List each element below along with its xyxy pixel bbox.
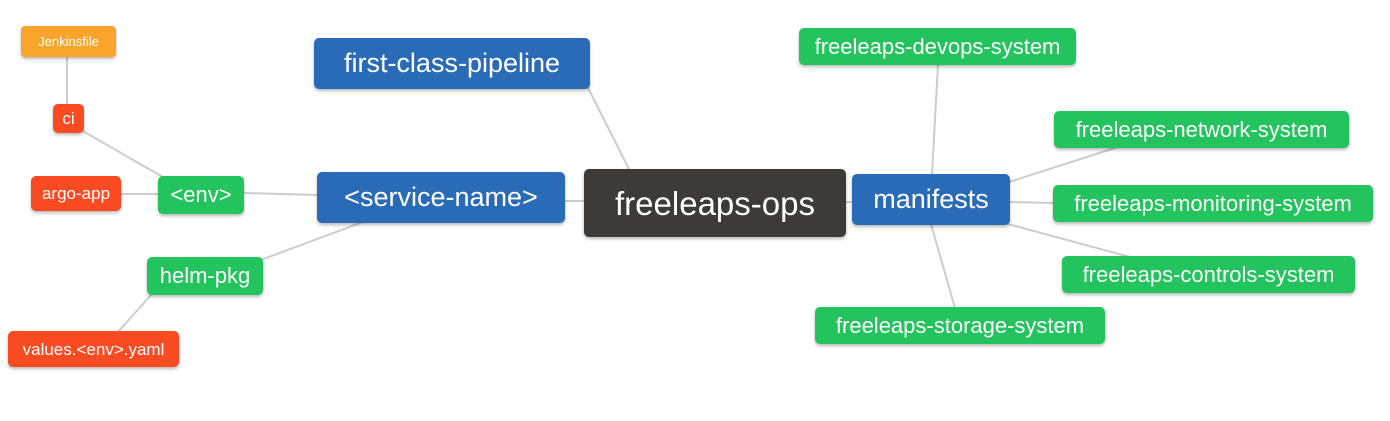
edge-ci-env (80, 129, 169, 181)
edge-manifests-monitoring-system (1008, 201, 1055, 204)
node-freeleaps-monitoring-system[interactable]: freeleaps-monitoring-system (1053, 185, 1373, 222)
node-label: freeleaps-network-system (1075, 116, 1328, 142)
node-freeleaps-controls-system[interactable]: freeleaps-controls-system (1062, 256, 1355, 293)
edge-pipeline-freeleaps-ops (587, 87, 631, 172)
node-freeleaps-ops[interactable]: freeleaps-ops (584, 169, 846, 237)
node-label: Jenkinsfile (38, 34, 99, 49)
node-label: <env> (170, 182, 232, 207)
node-freeleaps-storage-system[interactable]: freeleaps-storage-system (815, 307, 1105, 344)
edge-manifests-devops-system (931, 63, 939, 176)
node-label: manifests (873, 184, 989, 214)
node-label: helm-pkg (159, 263, 251, 288)
node-label: freeleaps-ops (615, 184, 815, 222)
edge-manifests-network-system (1008, 146, 1119, 183)
node-label: freeleaps-monitoring-system (1074, 190, 1352, 216)
node-ci[interactable]: ci (53, 104, 84, 133)
node-label: first-class-pipeline (343, 48, 561, 78)
node-freeleaps-devops-system[interactable]: freeleaps-devops-system (799, 28, 1076, 65)
node-helm-pkg[interactable]: helm-pkg (147, 257, 263, 295)
node-first-class-pipeline[interactable]: first-class-pipeline (314, 38, 590, 89)
node-label: freeleaps-devops-system (814, 33, 1061, 59)
edge-manifests-controls-system (1007, 223, 1131, 258)
node-label: values.<env>.yaml (22, 339, 165, 359)
node-label: ci (62, 109, 75, 128)
node-jenkinsfile[interactable]: Jenkinsfile (21, 26, 116, 57)
edge-values-helm-pkg (116, 294, 152, 334)
node-freeleaps-network-system[interactable]: freeleaps-network-system (1054, 111, 1349, 148)
node-values-env-yaml[interactable]: values.<env>.yaml (8, 331, 179, 367)
node-label: freeleaps-controls-system (1082, 261, 1335, 287)
node-label: argo-app (41, 184, 111, 203)
node-service-name[interactable]: <service-name> (317, 172, 565, 223)
edge-env-service-name (243, 192, 318, 196)
edge-helm-pkg-service-name (257, 221, 364, 262)
node-manifests[interactable]: manifests (852, 174, 1010, 225)
node-argo-app[interactable]: argo-app (31, 176, 121, 211)
node-env[interactable]: <env> (158, 176, 244, 214)
node-label: <service-name> (344, 182, 538, 212)
node-label: freeleaps-storage-system (835, 312, 1085, 338)
edge-manifests-storage-system (930, 223, 956, 309)
